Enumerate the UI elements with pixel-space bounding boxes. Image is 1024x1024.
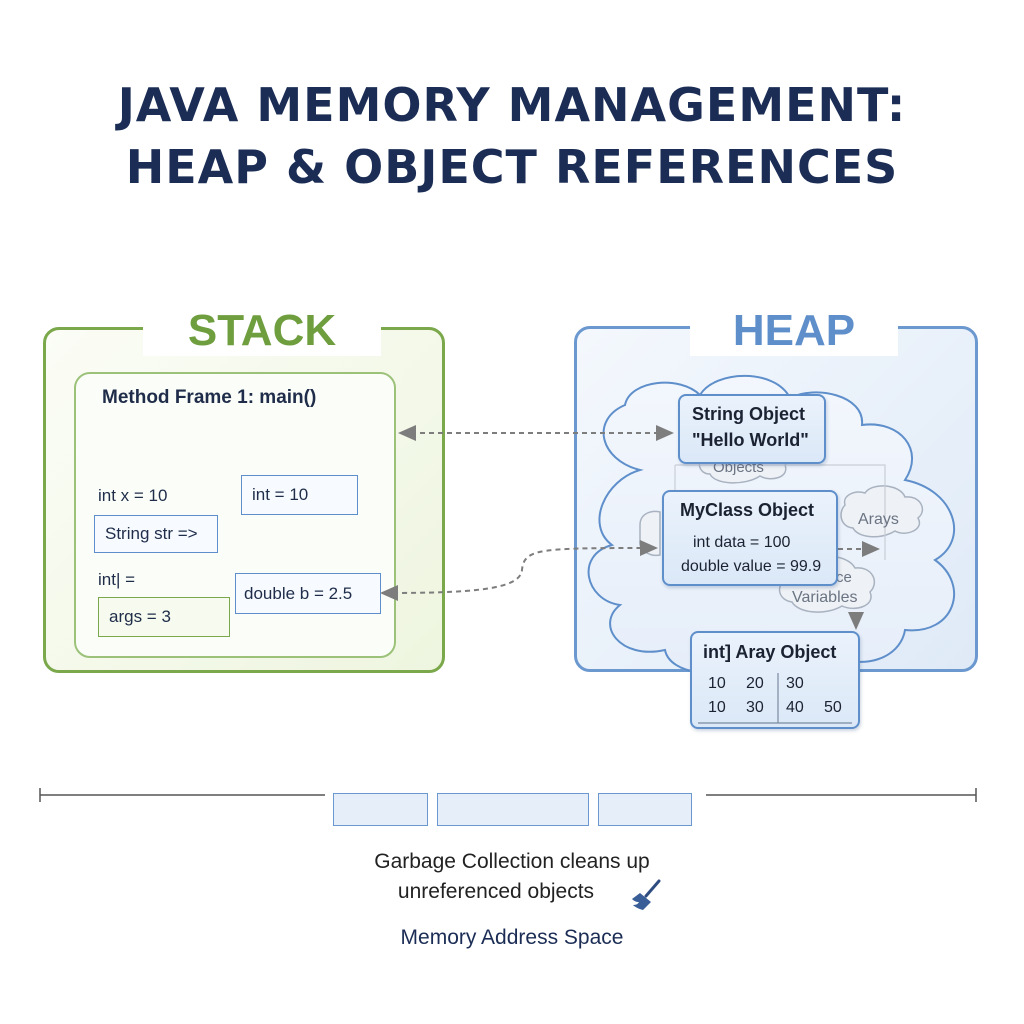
broom-icon <box>632 879 661 910</box>
string-object-title: String Object <box>692 404 806 424</box>
array-cell: 30 <box>746 699 764 716</box>
instance-label-partial: ce <box>836 569 852 586</box>
myclass-object-card <box>662 490 838 586</box>
array-cell: 50 <box>824 699 842 716</box>
stack-double-b: double b = 2.5 <box>235 573 381 614</box>
stack-int-array: int| = <box>98 570 136 589</box>
array-cell: 10 <box>708 699 726 716</box>
memory-address-space-label: Memory Address Space <box>400 926 624 949</box>
stack-string-str: String str => <box>94 515 218 553</box>
stack-label: STACK <box>143 306 381 356</box>
memory-block <box>333 793 428 826</box>
array-object-card <box>690 631 860 729</box>
memory-block <box>437 793 589 826</box>
string-object-value: "Hello World" <box>692 430 809 450</box>
array-object-title: int] Aray Object <box>703 642 837 662</box>
gc-text-line-1: Garbage Collection cleans up <box>374 850 650 873</box>
stack-args: args = 3 <box>98 597 230 637</box>
array-grid <box>698 673 852 724</box>
array-cell: 40 <box>786 699 804 716</box>
gc-text-line-2: unreferenced objects <box>397 880 595 903</box>
array-cell: 20 <box>746 675 764 692</box>
memory-block <box>598 793 692 826</box>
myclass-object-title: MyClass Object <box>680 500 815 520</box>
array-cell: 10 <box>708 675 726 692</box>
stack-int-box: int = 10 <box>241 475 358 515</box>
heap-label: HEAP <box>690 306 898 356</box>
variables-label: Variables <box>792 589 858 606</box>
array-cell: 30 <box>786 675 804 692</box>
myclass-field-value: double value = 99.9 <box>681 558 822 575</box>
method-frame-title: Method Frame 1: main() <box>102 387 317 408</box>
string-object-card <box>678 394 826 464</box>
title-line-1: JAVA MEMORY MANAGEMENT: <box>117 78 907 132</box>
arrays-label: Arays <box>858 511 899 528</box>
myclass-field-data: int data = 100 <box>693 534 791 551</box>
stack-int-x: int x = 10 <box>98 486 168 505</box>
title-line-2: HEAP & OBJECT REFERENCES <box>125 140 899 194</box>
